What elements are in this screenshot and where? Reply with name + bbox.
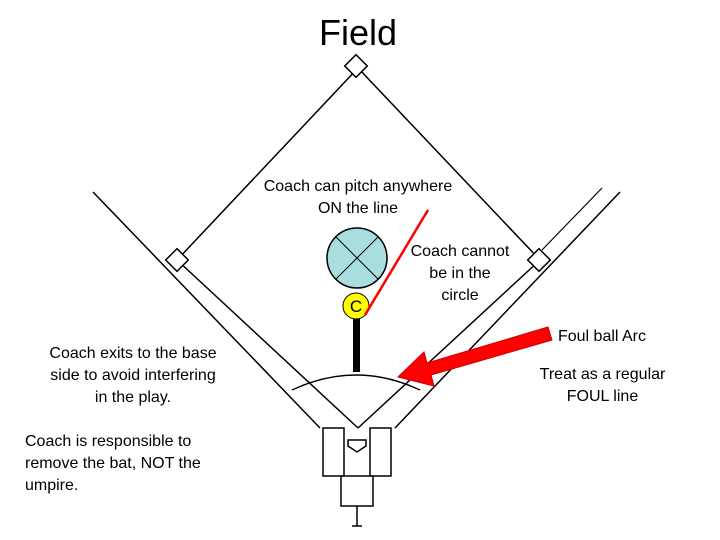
pitch-anywhere-line-2: ON the line [317, 200, 399, 217]
pitch-line-arrow [363, 209, 430, 316]
responsible-line-1: Coach is responsible to [25, 433, 192, 450]
foul-line-line-1: Treat as a regular [539, 366, 666, 383]
responsible-line-2: remove the bat, NOT the [25, 455, 201, 472]
left-batters-box [322, 427, 345, 477]
not-in-circle-line-3: circle [441, 287, 479, 304]
coach-exits-label: Coach exits to the base side to avoid in… [18, 343, 248, 409]
foul-ball-arc [291, 374, 421, 391]
not-in-circle-line-1: Coach cannot [410, 243, 510, 260]
foul-line-line-2: FOUL line [566, 388, 639, 405]
foul-arc-line-1: Foul ball Arc [557, 328, 647, 345]
coach-exits-line-3: in the play. [94, 389, 172, 406]
foul-arc-arrow [397, 326, 553, 387]
pitching-lane [353, 319, 360, 372]
right-batters-box [369, 427, 392, 477]
home-plate-area [322, 427, 392, 527]
foul-line-label: Treat as a regular FOUL line [515, 364, 690, 408]
not-in-circle-line-2: be in the [429, 265, 491, 282]
catchers-box [340, 475, 374, 507]
first-base [526, 247, 552, 273]
diagram-title: Field [318, 12, 398, 53]
home-plate [347, 439, 367, 453]
second-base [343, 53, 369, 79]
responsible-label: Coach is responsible to remove the bat, … [25, 431, 255, 497]
coach-exits-line-2: side to avoid interfering [50, 367, 216, 384]
responsible-line-3: umpire. [25, 477, 79, 494]
pitch-anywhere-label: Coach can pitch anywhere ON the line [238, 176, 478, 220]
right-foul-line [394, 191, 621, 429]
foul-arc-label: Foul ball Arc [540, 326, 664, 348]
coach-marker: C [342, 292, 370, 320]
coach-letter: C [350, 297, 362, 316]
left-foul-line [92, 191, 321, 429]
pitch-anywhere-line-1: Coach can pitch anywhere [263, 178, 453, 195]
right-foul-line-inner [541, 187, 603, 251]
third-base [164, 247, 190, 273]
coach-exits-line-1: Coach exits to the base [49, 345, 217, 362]
pitching-circle [326, 227, 388, 289]
not-in-circle-label: Coach cannot be in the circle [396, 241, 524, 307]
